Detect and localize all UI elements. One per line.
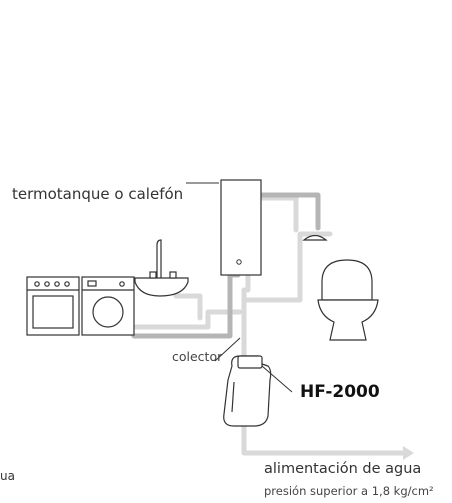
partial-left-label: ua <box>0 469 15 483</box>
model-label: HF-2000 <box>300 382 380 402</box>
cold-pipe-toilet <box>241 231 333 303</box>
cold-water-pipes <box>133 195 406 456</box>
heater-indicator-icon <box>236 259 242 265</box>
collector-label: colector <box>172 349 223 364</box>
pressure-label: presión superior a 1,8 kg/cm² <box>264 484 434 498</box>
collector-label-leader <box>214 337 241 362</box>
cold-pipe-shower <box>259 195 299 233</box>
heater-label: termotanque o calefón <box>12 185 184 203</box>
hf-2000-unit <box>223 355 293 427</box>
sink-icon <box>134 239 189 297</box>
cold-pipe-sink <box>173 293 203 321</box>
shower-head-icon <box>302 234 328 241</box>
water-heater <box>220 179 262 276</box>
hot-pipe-shower <box>259 192 321 231</box>
cold-pipe-appliances <box>133 309 243 330</box>
supply-arrow-icon <box>403 446 414 460</box>
toilet-icon <box>317 259 379 341</box>
supply-label: alimentación de agua <box>264 461 422 477</box>
cold-pipe-supply <box>241 429 406 456</box>
stove-icon <box>26 276 80 336</box>
washing-machine-icon <box>81 276 135 336</box>
